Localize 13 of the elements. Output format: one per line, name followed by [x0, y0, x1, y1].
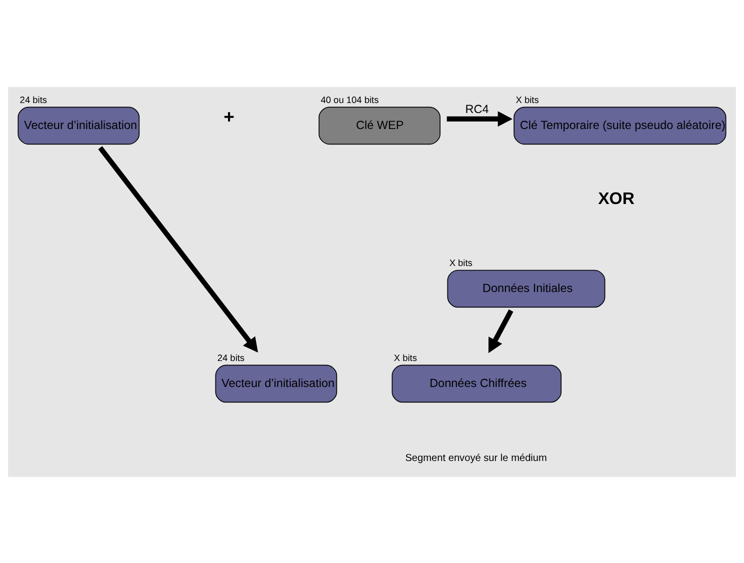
edge-label: RC4: [465, 102, 489, 116]
label: XOR: [598, 188, 635, 208]
arrow: [98, 146, 258, 352]
node-label: 40 ou 104 bits: [320, 94, 379, 104]
node-label: X bits: [449, 257, 472, 268]
arrow: [488, 308, 514, 353]
arrow: [446, 110, 513, 126]
node-label: 24 bits: [20, 94, 48, 104]
node-label: 24 bits: [217, 352, 245, 362]
label: Segment envoyé sur le médium: [405, 452, 547, 464]
label: +: [224, 105, 234, 126]
node-label: X bits: [394, 352, 417, 362]
node-label: X bits: [516, 94, 539, 104]
